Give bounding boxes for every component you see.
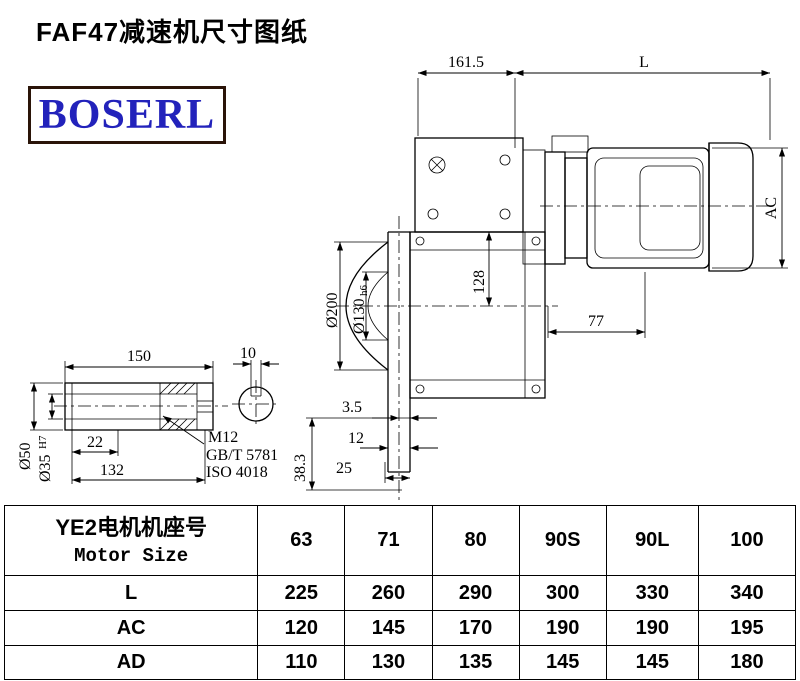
row-label: AC	[3, 610, 259, 646]
dim-bore-label: Ø35	[37, 454, 54, 482]
value-cell: 135	[431, 645, 520, 680]
value-cell: 260	[344, 575, 433, 611]
value-cell: 145	[518, 645, 607, 680]
page-title: FAF47减速机尺寸图纸	[36, 17, 309, 47]
value-cell: 290	[431, 575, 520, 611]
value-cell: 330	[605, 575, 699, 611]
row-label: AD	[3, 645, 259, 680]
dim-132-label: 132	[100, 462, 124, 479]
hollow-shaft-detail	[64, 382, 214, 431]
dim-spigot: Ø130 h6	[351, 271, 388, 341]
motor-size-table: YE2电机机座号 Motor Size 63 71 80 90S 90L 100…	[3, 505, 797, 680]
header-cn: YE2电机机座号	[55, 514, 207, 540]
dim-3-5: 3.5	[306, 399, 437, 422]
dim-128-label: 128	[471, 270, 488, 294]
brand-logo-text: BOSERL	[38, 92, 216, 138]
dim-128: 128	[471, 232, 493, 306]
brand-logo-box: BOSERL	[28, 86, 226, 144]
dim-shaft-od-label: Ø50	[17, 442, 34, 470]
dim-AC: AC	[712, 147, 788, 269]
dimension-drawing: 161.5 L AC Ø200 Ø130 h6 128 77	[17, 54, 788, 500]
dim-bore-tol: H7	[37, 435, 49, 449]
dim-25: 25	[336, 460, 410, 483]
bore-cross-section	[238, 386, 274, 422]
dim-38-3: 38.3	[292, 418, 402, 491]
table-row-AD: AD 110 130 135 145 145 180	[3, 645, 797, 680]
dim-12-label: 12	[348, 430, 364, 447]
value-cell: 340	[697, 575, 797, 611]
dim-10: 10	[233, 345, 279, 387]
dim-132: 132	[72, 430, 206, 484]
value-cell: 130	[344, 645, 433, 680]
thread-callout: M12 GB/T 5781 ISO 4018	[162, 415, 278, 481]
std-gb-label: GB/T 5781	[206, 447, 278, 464]
value-cell: 170	[431, 610, 520, 646]
dim-38-3-label: 38.3	[292, 454, 309, 482]
dim-150: 150	[64, 348, 214, 383]
table-row-header: YE2电机机座号 Motor Size 63 71 80 90S 90L 100	[3, 505, 797, 576]
value-cell: 120	[257, 610, 346, 646]
dim-150-label: 150	[127, 348, 151, 365]
gearbox-motor-outline	[345, 135, 754, 473]
dim-12: 12	[348, 430, 438, 452]
header-en: Motor Size	[74, 544, 189, 567]
table-row-AC: AC 120 145 170 190 190 195	[3, 610, 797, 646]
dim-L: L	[515, 54, 771, 140]
dim-10-label: 10	[240, 345, 256, 362]
dim-77-label: 77	[588, 313, 604, 330]
size-cell: 90L	[605, 505, 699, 576]
dim-AC-label: AC	[763, 197, 780, 219]
dim-50: Ø50	[17, 382, 63, 470]
dim-35: Ø35 H7	[37, 393, 63, 482]
size-cell: 63	[257, 505, 346, 576]
dim-25-label: 25	[336, 460, 352, 477]
value-cell: 300	[518, 575, 607, 611]
dim-22: 22	[71, 430, 119, 484]
dim-flange-od: Ø200	[324, 241, 388, 371]
size-cell: 100	[697, 505, 797, 576]
row-label: L	[3, 575, 259, 611]
dim-3-5-label: 3.5	[342, 399, 362, 416]
table-row-L: L 225 260 290 300 330 340	[3, 575, 797, 611]
value-cell: 145	[605, 645, 699, 680]
thread-label: M12	[208, 429, 238, 446]
value-cell: 180	[697, 645, 797, 680]
value-cell: 190	[605, 610, 699, 646]
dim-flange-od-label: Ø200	[324, 292, 341, 328]
std-iso-label: ISO 4018	[206, 464, 268, 481]
dim-spigot-label: Ø130	[351, 298, 368, 334]
value-cell: 145	[344, 610, 433, 646]
value-cell: 110	[257, 645, 346, 680]
size-cell: 71	[344, 505, 433, 576]
dim-161-5-label: 161.5	[448, 54, 484, 71]
value-cell: 195	[697, 610, 797, 646]
size-cell: 80	[431, 505, 520, 576]
size-cell: 90S	[518, 505, 607, 576]
value-cell: 190	[518, 610, 607, 646]
dim-L-label: L	[639, 54, 649, 71]
dim-22-label: 22	[87, 434, 103, 451]
dim-161-5: 161.5	[417, 54, 516, 148]
centerlines	[54, 205, 772, 500]
value-cell: 225	[257, 575, 346, 611]
dim-spigot-tol: h6	[358, 285, 370, 297]
header-cell-motor-size: YE2电机机座号 Motor Size	[3, 505, 259, 576]
dim-77: 77	[547, 272, 646, 338]
